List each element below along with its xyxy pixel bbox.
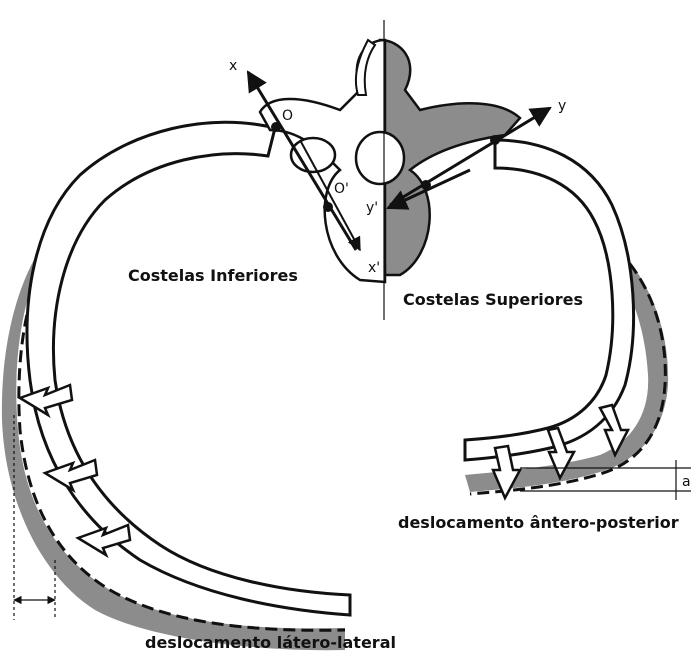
label-upper-ribs: Costelas Superiores <box>403 290 583 309</box>
label-ap-displacement: deslocamento ântero-posterior <box>398 513 679 532</box>
lateral-arrow-1 <box>20 385 72 415</box>
dimension-label-a: a <box>682 474 691 490</box>
axis-label-y: y <box>558 98 566 114</box>
label-lateral-displacement: deslocamento látero-lateral <box>145 633 396 652</box>
axis-label-x: x <box>229 58 237 74</box>
joint-dot-o <box>271 122 281 132</box>
lower-rib-original <box>27 122 350 615</box>
vertebral-foramen <box>356 132 404 184</box>
origin-label-o-prime: O' <box>334 181 349 197</box>
lateral-arrow-3 <box>78 525 130 555</box>
joint-dot-o-prime <box>323 202 333 212</box>
joint-dot-y <box>490 135 500 145</box>
joint-dot-y-prime <box>421 180 431 190</box>
axis-label-x-prime: x' <box>368 260 380 276</box>
origin-label-o: O <box>282 108 293 124</box>
axis-label-y-prime: y' <box>366 200 378 216</box>
label-lower-ribs: Costelas Inferiores <box>128 266 298 285</box>
